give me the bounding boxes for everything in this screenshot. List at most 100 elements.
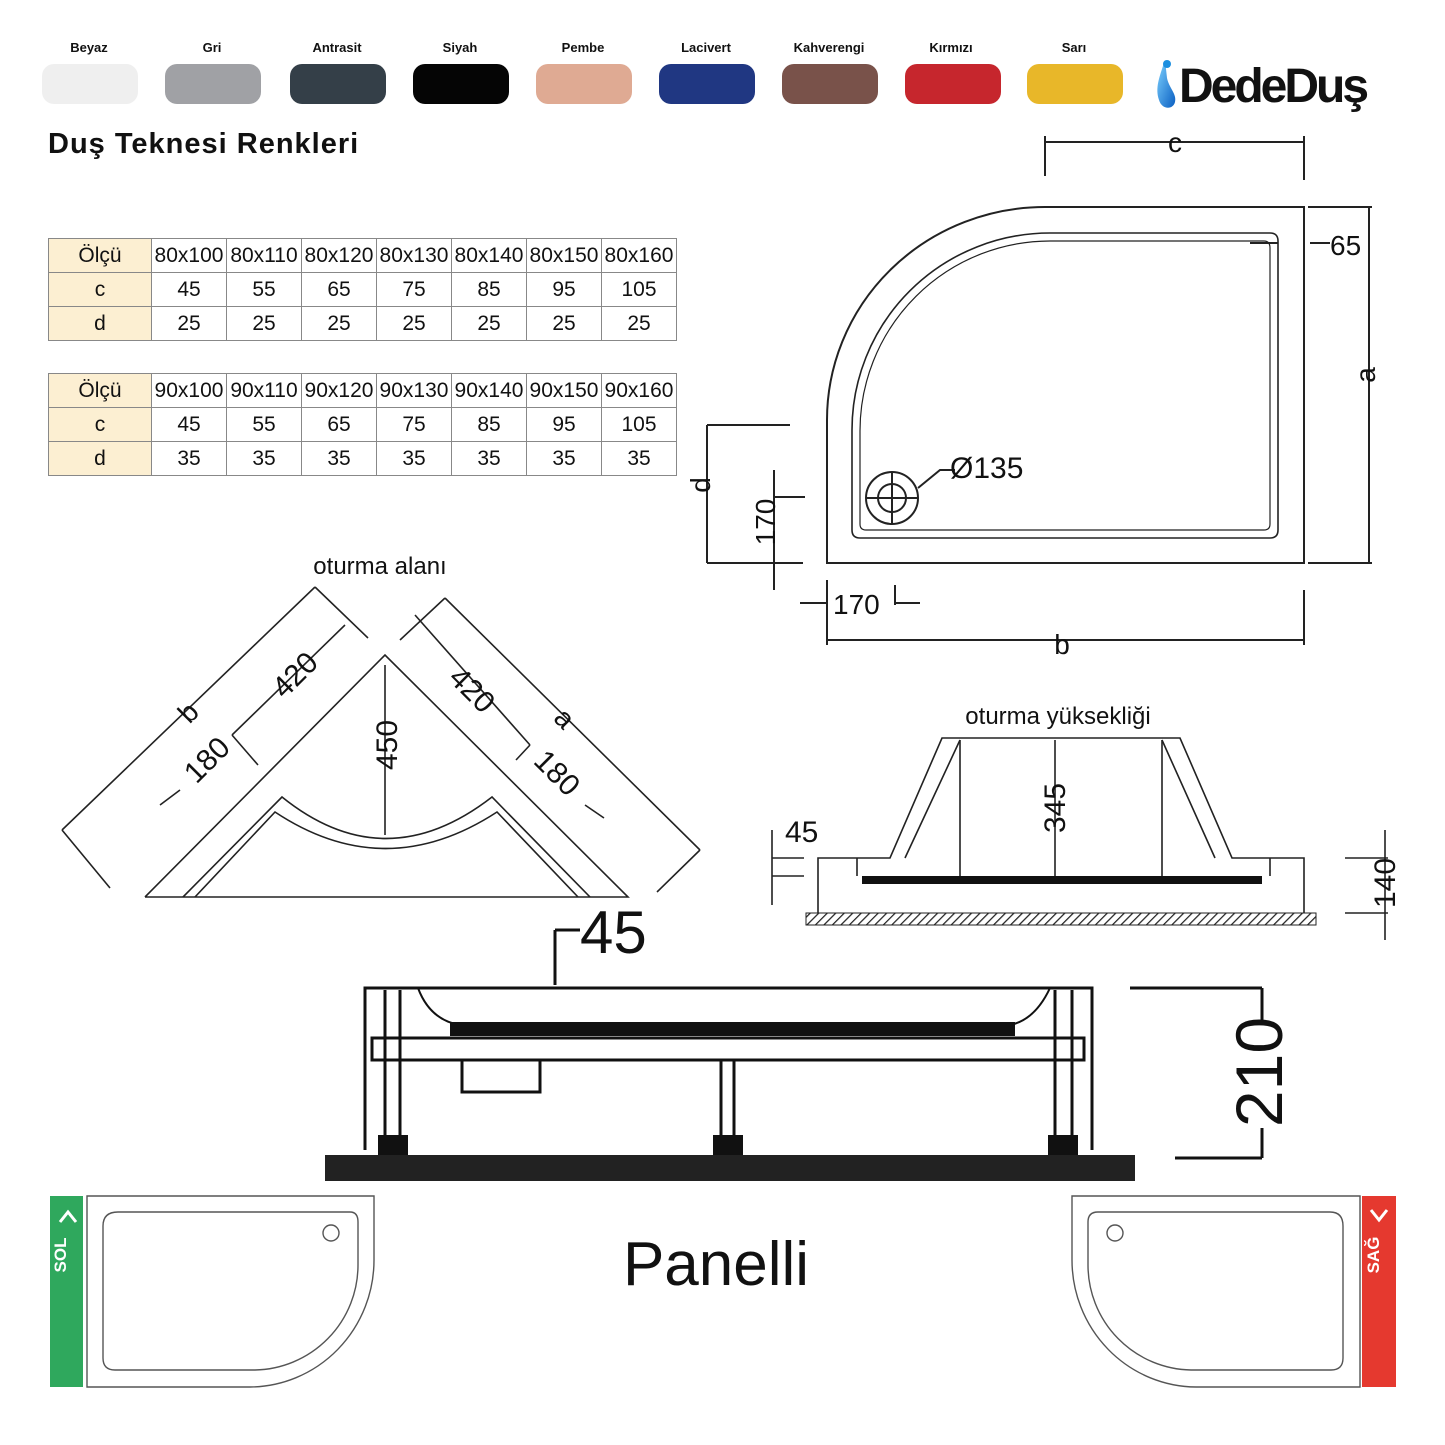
table-cell: 95 xyxy=(526,407,602,442)
dim-drain: Ø135 xyxy=(950,452,1023,485)
table-row: d 25 25 25 25 25 25 25 xyxy=(48,306,677,341)
table-cell: 35 xyxy=(226,441,302,476)
table-cell: 80x110 xyxy=(226,238,302,273)
size-table-80: Ölçü 80x100 80x110 80x120 80x130 80x140 … xyxy=(48,238,677,341)
color-swatch-pembe xyxy=(536,64,632,104)
drain-icon xyxy=(865,471,919,525)
left-tray-icon xyxy=(86,1195,375,1388)
tray-bottom xyxy=(862,876,1262,884)
floor-slab xyxy=(325,1155,1135,1181)
table-cell: 90x130 xyxy=(376,373,452,408)
table-cell: 55 xyxy=(226,272,302,307)
table-cell: 80x140 xyxy=(451,238,527,273)
color-label: Beyaz xyxy=(70,40,108,55)
table-cell: 80x150 xyxy=(526,238,602,273)
table-cell: 90x150 xyxy=(526,373,602,408)
table-cell: 25 xyxy=(226,306,302,341)
table-cell: 25 xyxy=(301,306,377,341)
table-cell: 75 xyxy=(376,407,452,442)
dim-140: 140 xyxy=(1369,858,1402,908)
dim-170-horizontal: 170 xyxy=(833,589,880,620)
color-swatch-lacivert xyxy=(659,64,755,104)
dim-a-seat: a xyxy=(548,702,581,735)
table-cell: 90x100 xyxy=(151,373,227,408)
dim-b-seat: b xyxy=(172,696,205,729)
color-label: Pembe xyxy=(561,40,605,55)
table-row: d 35 35 35 35 35 35 35 xyxy=(48,441,677,476)
table-cell: 80x160 xyxy=(601,238,677,273)
dim-180-right: 180 xyxy=(527,744,586,803)
left-tab xyxy=(50,1196,83,1387)
plan-view xyxy=(706,136,1372,645)
page-title: Duş Teknesi Renkleri xyxy=(48,128,360,160)
color-label: Lacivert xyxy=(681,40,731,55)
table-cell: 35 xyxy=(451,441,527,476)
brand-name: DedeDuş xyxy=(1179,60,1367,113)
seat-area-view xyxy=(61,586,701,898)
color-swatch-gri xyxy=(165,64,261,104)
row-header: Ölçü xyxy=(48,238,152,273)
table-cell: 105 xyxy=(601,272,677,307)
table-cell: 35 xyxy=(376,441,452,476)
table-cell: 25 xyxy=(151,306,227,341)
table-cell: 55 xyxy=(226,407,302,442)
size-table-90: Ölçü 90x100 90x110 90x120 90x130 90x140 … xyxy=(48,373,677,476)
row-header: d xyxy=(48,306,152,341)
color-label: Gri xyxy=(202,40,222,55)
table-cell: 45 xyxy=(151,272,227,307)
dim-210: 210 xyxy=(1222,1017,1296,1127)
color-label: Antrasit xyxy=(312,40,362,55)
color-label: Kırmızı xyxy=(929,40,973,55)
dim-a: a xyxy=(1350,367,1381,383)
right-tray-icon xyxy=(1071,1195,1361,1388)
color-label: Sarı xyxy=(1061,40,1087,55)
water-drop-icon: DedeDuş xyxy=(1157,60,1370,113)
right-tab-label: SAĞ xyxy=(1364,1237,1383,1274)
dim-c: c xyxy=(1168,127,1182,158)
seat-height-view xyxy=(771,737,1388,940)
right-tab xyxy=(1362,1196,1396,1387)
dim-420-left: 420 xyxy=(266,646,325,705)
dim-45-legs: 45 xyxy=(580,899,647,966)
color-swatch-kahverengi xyxy=(782,64,878,104)
dim-corner: 65 xyxy=(1330,230,1361,261)
color-label: Kahverengi xyxy=(793,40,865,55)
panelli-label: Panelli xyxy=(623,1230,809,1299)
dim-420-right: 420 xyxy=(442,661,501,720)
table-cell: 85 xyxy=(451,407,527,442)
table-cell: 80x100 xyxy=(151,238,227,273)
table-row: Ölçü 90x100 90x110 90x120 90x130 90x140 … xyxy=(48,373,677,408)
dim-180-left: 180 xyxy=(178,731,237,790)
dim-345: 345 xyxy=(1039,783,1072,833)
brand-logo: DedeDuş xyxy=(1155,58,1385,118)
floor-hatch xyxy=(805,912,1317,926)
color-swatch-beyaz xyxy=(42,64,138,104)
row-header: c xyxy=(48,272,152,307)
table-cell: 35 xyxy=(151,441,227,476)
table-cell: 25 xyxy=(451,306,527,341)
table-row: Ölçü 80x100 80x110 80x120 80x130 80x140 … xyxy=(48,238,677,273)
dim-b: b xyxy=(1054,629,1070,660)
chevron-down-icon xyxy=(1369,1209,1389,1223)
table-cell: 90x120 xyxy=(301,373,377,408)
table-cell: 80x120 xyxy=(301,238,377,273)
seat-area-title: oturma alanı xyxy=(313,553,446,580)
color-swatch-antrasit xyxy=(290,64,386,104)
legs-view xyxy=(363,928,1264,1160)
table-cell: 90x160 xyxy=(601,373,677,408)
leg-feet xyxy=(378,1135,1078,1155)
table-cell: 75 xyxy=(376,272,452,307)
dim-45-rim: 45 xyxy=(785,816,818,849)
color-swatch-siyah xyxy=(413,64,509,104)
color-label: Siyah xyxy=(442,40,478,55)
table-row: c 45 55 65 75 85 95 105 xyxy=(48,272,677,307)
seat-height-title: oturma yüksekliği xyxy=(965,703,1150,730)
table-cell: 90x140 xyxy=(451,373,527,408)
table-cell: 105 xyxy=(601,407,677,442)
table-cell: 35 xyxy=(601,441,677,476)
chevron-up-icon xyxy=(58,1209,78,1223)
tray-base xyxy=(450,1022,1015,1036)
color-swatch-sari xyxy=(1027,64,1123,104)
left-tab-label: SOL xyxy=(51,1238,70,1273)
